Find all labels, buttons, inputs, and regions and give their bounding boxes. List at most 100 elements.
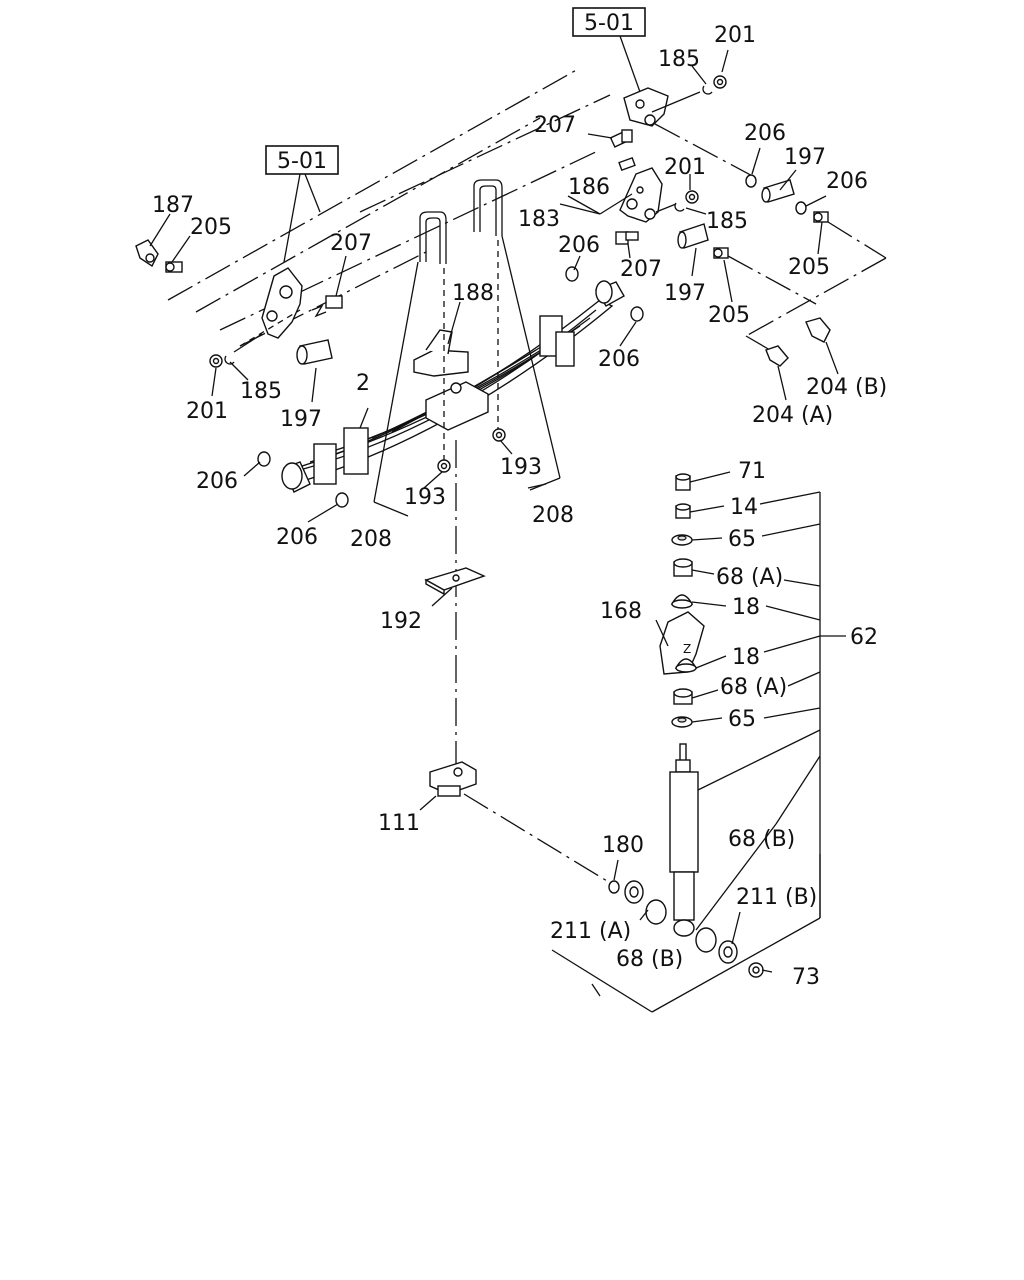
leader-lines [149,49,846,1013]
nut-73[interactable] [748,962,764,978]
washer-206-d[interactable] [630,306,644,322]
label-197-mid: 197 [664,281,706,306]
label-65-b: 65 [728,707,756,732]
u-bolt-right[interactable] [473,179,503,236]
label-62: 62 [850,625,878,650]
reference-box-left[interactable]: 5-01 [265,145,339,175]
nut-71[interactable] [675,473,691,491]
label-65-a: 65 [728,527,756,552]
label-206-c: 206 [558,233,600,258]
label-206-b: 206 [826,169,868,194]
washer-206-c[interactable] [565,266,579,282]
label-185-mid: 185 [706,209,748,234]
leaf-spring-assembly[interactable] [281,280,625,493]
fitting-187[interactable] [135,239,159,268]
label-188: 188 [452,281,494,306]
plate-192[interactable] [424,567,486,596]
shackle-plate[interactable] [619,167,663,223]
washer-65-a[interactable] [671,534,693,546]
label-183: 183 [518,207,560,232]
nut-193-b[interactable] [492,428,506,442]
fitting-leader-lines [727,221,887,351]
pin-186[interactable] [618,156,636,172]
u-bolt-left[interactable] [419,211,447,264]
nut-193-a[interactable] [437,459,451,473]
label-204a: 204 (A) [752,403,833,428]
label-204b: 204 (B) [806,375,887,400]
retainer-18-a[interactable] [670,594,694,609]
svg-text:5-01: 5-01 [584,11,634,36]
fitting-205-left[interactable] [165,261,183,273]
grease-fitting-204a[interactable] [765,345,789,367]
label-206-a: 206 [744,121,786,146]
washer-211a[interactable] [624,880,644,904]
washer-185-top[interactable] [702,85,713,95]
label-185-top: 185 [658,47,700,72]
label-111: 111 [378,811,420,836]
label-193-a: 193 [404,485,446,510]
label-197-left: 197 [280,407,322,432]
label-208-a: 208 [350,527,392,552]
bolt-207-mid[interactable] [615,231,639,245]
label-180: 180 [602,833,644,858]
shock-absorber[interactable] [669,743,699,937]
nut-201-mid[interactable] [685,190,699,204]
label-211b: 211 (B) [736,885,817,910]
bushing-68a-a[interactable] [673,558,693,577]
bolt-207-top[interactable] [609,129,633,148]
label-186: 186 [568,175,610,200]
spacer-188[interactable] [413,329,469,377]
washer-185-left[interactable] [224,355,235,365]
label-185-left: 185 [240,379,282,404]
label-206-e: 206 [196,469,238,494]
washer-206-e[interactable] [257,451,271,467]
washer-65-b[interactable] [671,716,693,728]
grease-fitting-204b[interactable] [805,317,831,343]
label-201-top: 201 [714,23,756,48]
bushing-197-top[interactable] [761,179,795,203]
label-2: 2 [356,371,370,396]
label-201-mid: 201 [664,155,706,180]
reference-box-top[interactable]: 5-01 [572,7,646,37]
bushing-68b-lower[interactable] [645,899,667,925]
label-168: 168 [600,599,642,624]
washer-206-a[interactable] [745,174,757,188]
bolt-207-left[interactable] [311,295,343,318]
svg-text:5-01: 5-01 [277,149,327,174]
washer-211b[interactable] [718,940,738,964]
nut-14[interactable] [675,503,691,519]
label-192: 192 [380,609,422,634]
label-68a-b: 68 (A) [720,675,787,700]
label-205-a: 205 [788,255,830,280]
label-201-left: 201 [186,399,228,424]
label-211a: 211 (A) [550,919,631,944]
label-205-b: 205 [708,303,750,328]
front-hanger-bracket[interactable] [623,87,669,127]
fitting-205-a[interactable] [813,211,829,223]
label-187: 187 [152,193,194,218]
nut-201-left[interactable] [209,354,223,368]
label-18-a: 18 [732,595,760,620]
washer-185-mid[interactable] [674,202,685,212]
label-207-top: 207 [534,113,576,138]
bushing-197-mid[interactable] [677,223,709,249]
label-207-mid: 207 [620,257,662,282]
bushing-68b-right[interactable] [695,927,717,953]
washer-206-b[interactable] [795,201,807,215]
label-68b-b: 68 (B) [616,947,683,972]
svg-text:Z: Z [683,642,691,656]
bushing-68a-b[interactable] [673,688,693,705]
fitting-205-b[interactable] [713,247,729,259]
rear-hanger-bracket[interactable] [261,267,303,339]
bracket-168[interactable]: Z [659,611,705,675]
label-207-left: 207 [330,231,372,256]
nut-201-top[interactable] [713,75,727,89]
bushing-197-left[interactable] [296,339,333,365]
label-193-b: 193 [500,455,542,480]
washer-206-f[interactable] [335,492,349,508]
label-206-d: 206 [598,347,640,372]
shock-bracket-111[interactable] [429,761,477,797]
label-208-b: 208 [532,503,574,528]
washer-180[interactable] [608,880,620,894]
